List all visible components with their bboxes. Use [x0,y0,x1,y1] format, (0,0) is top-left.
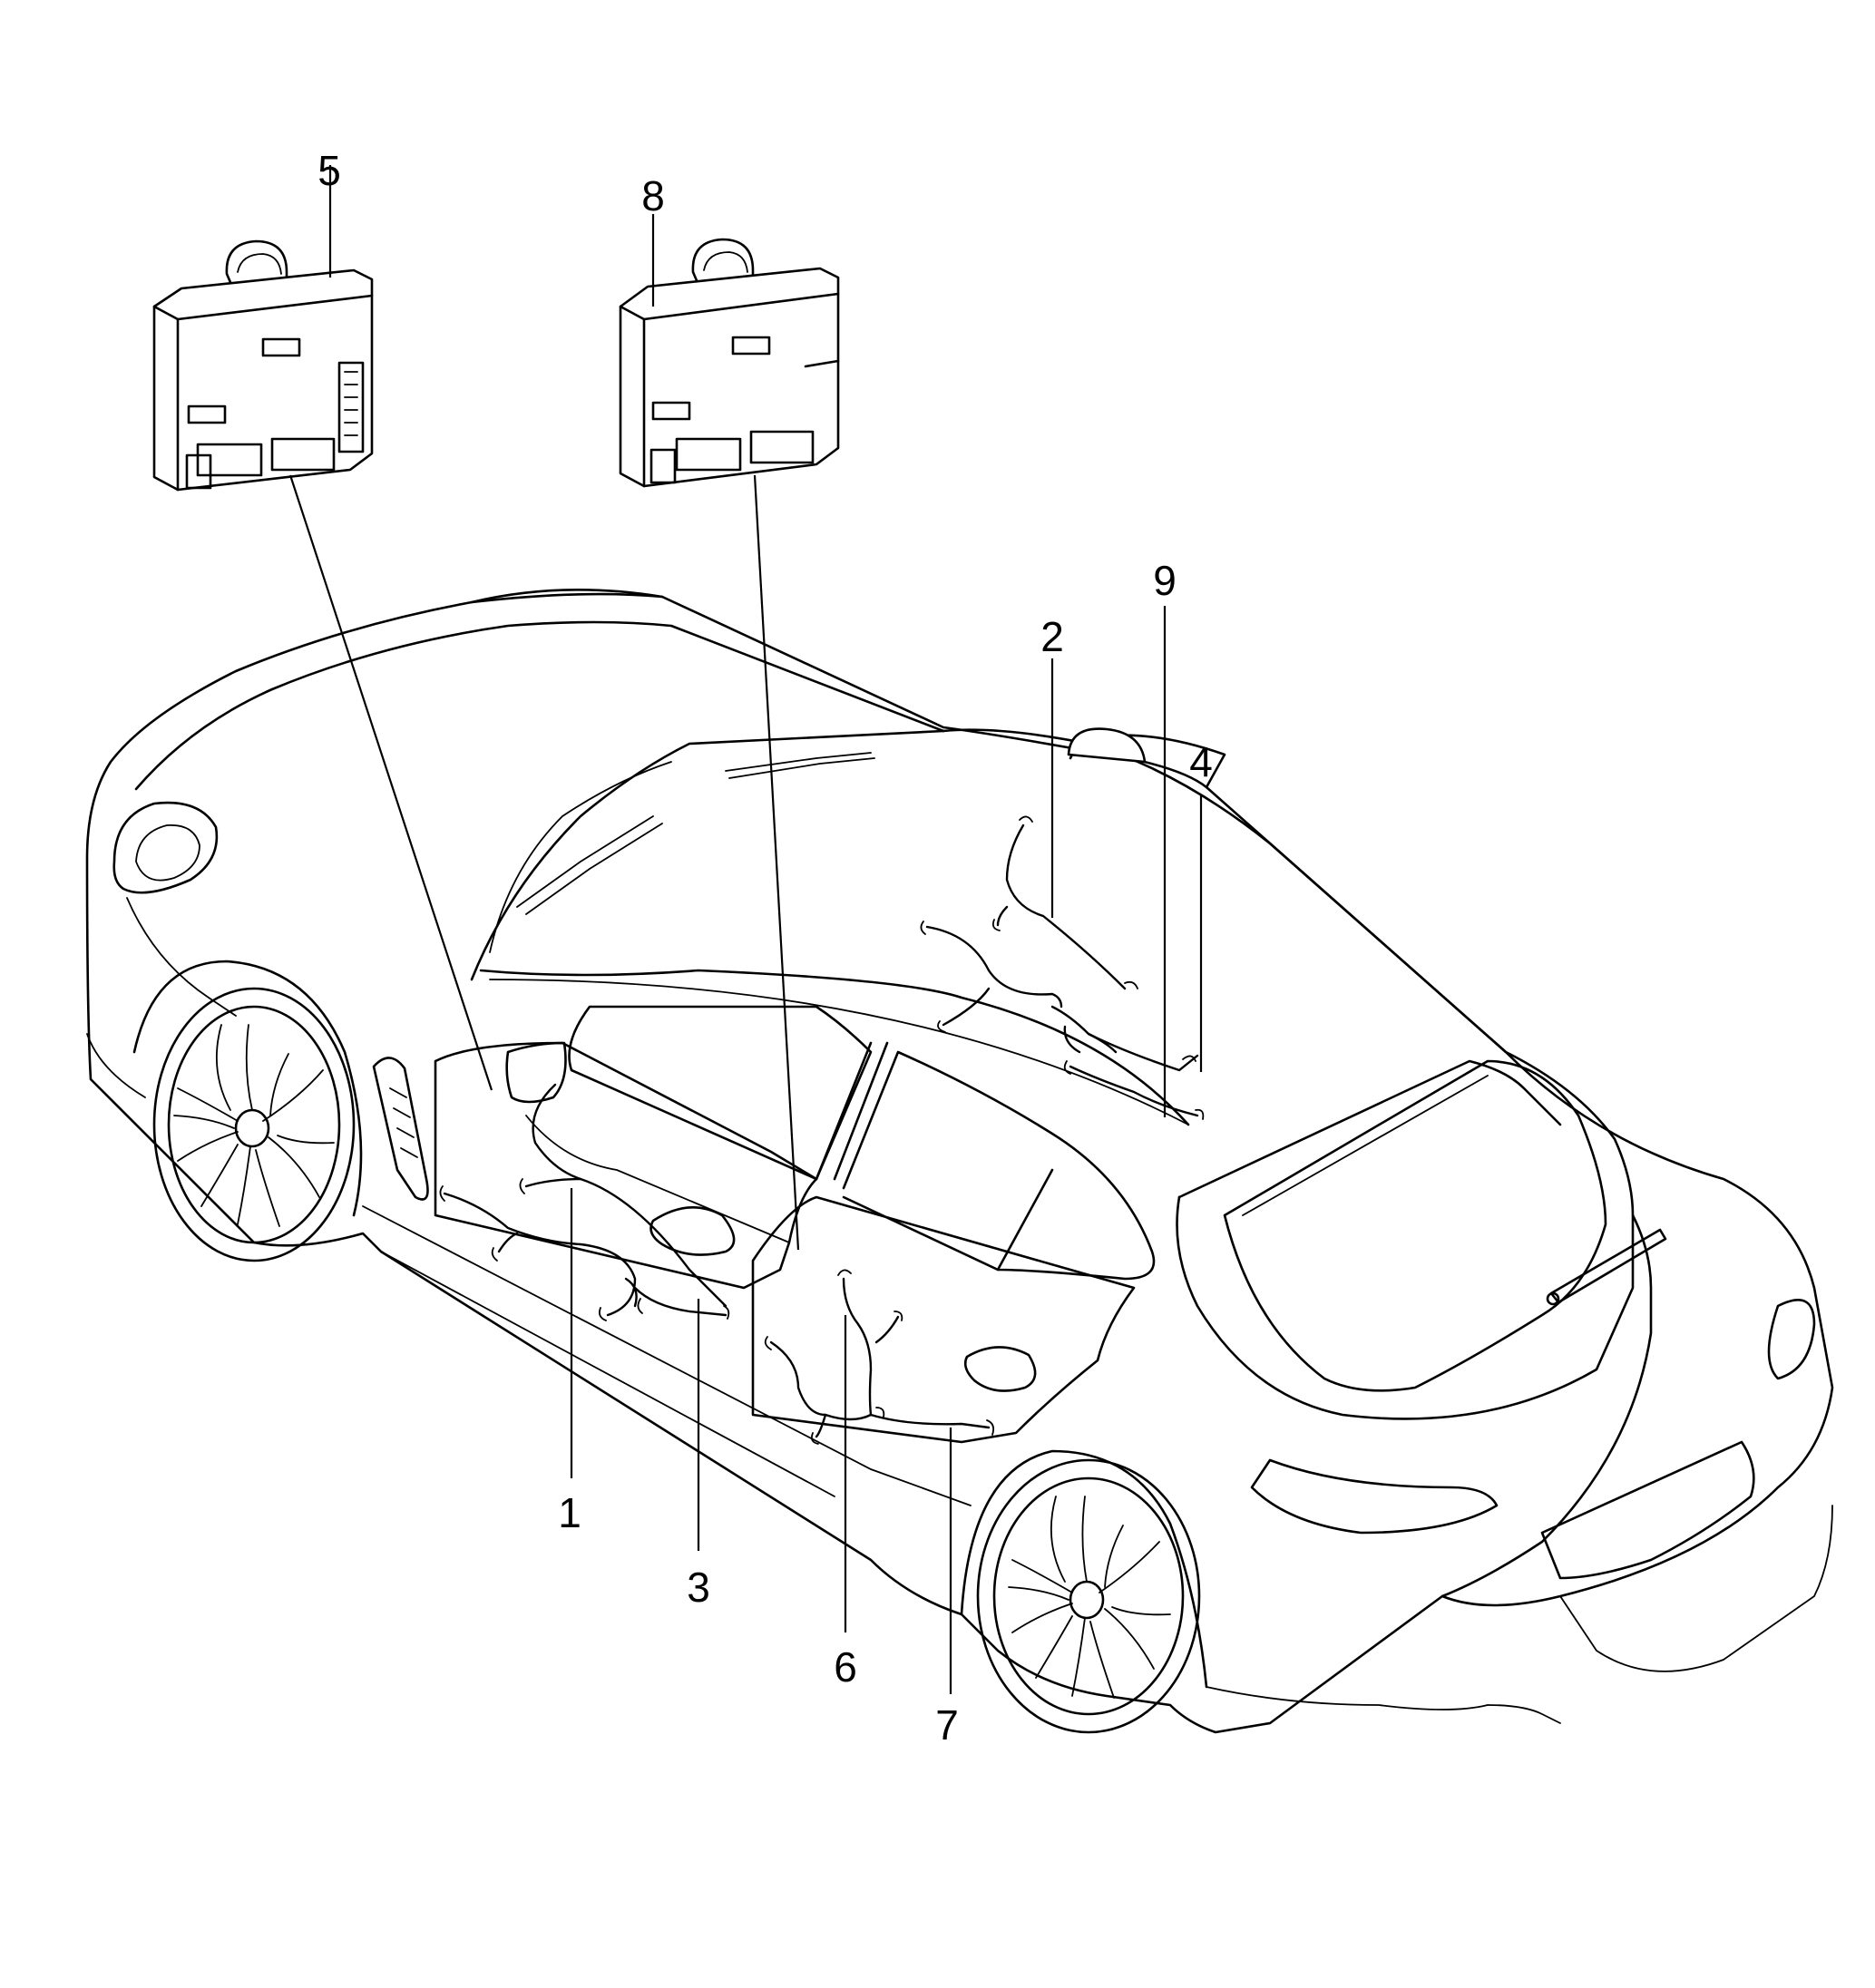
car-body-outline [85,589,1834,1734]
callout-3: 3 [687,1564,710,1611]
callout-1: 1 [558,1489,581,1536]
leader-line-8 [753,474,800,1251]
leader-lines [288,165,1203,1694]
callout-labels: 5 8 9 2 4 1 3 6 7 [317,147,1213,1749]
callout-2: 2 [1040,613,1064,660]
control-module-part-8 [619,238,840,488]
callout-8: 8 [641,172,665,219]
callout-7: 7 [935,1701,959,1749]
control-module-part-5 [152,239,374,492]
wiring-harnesses [439,815,1205,1445]
callout-4: 4 [1189,738,1213,785]
callout-6: 6 [834,1643,857,1691]
callout-5: 5 [317,147,341,194]
leader-line-5 [288,474,493,1091]
callout-9: 9 [1153,557,1177,604]
